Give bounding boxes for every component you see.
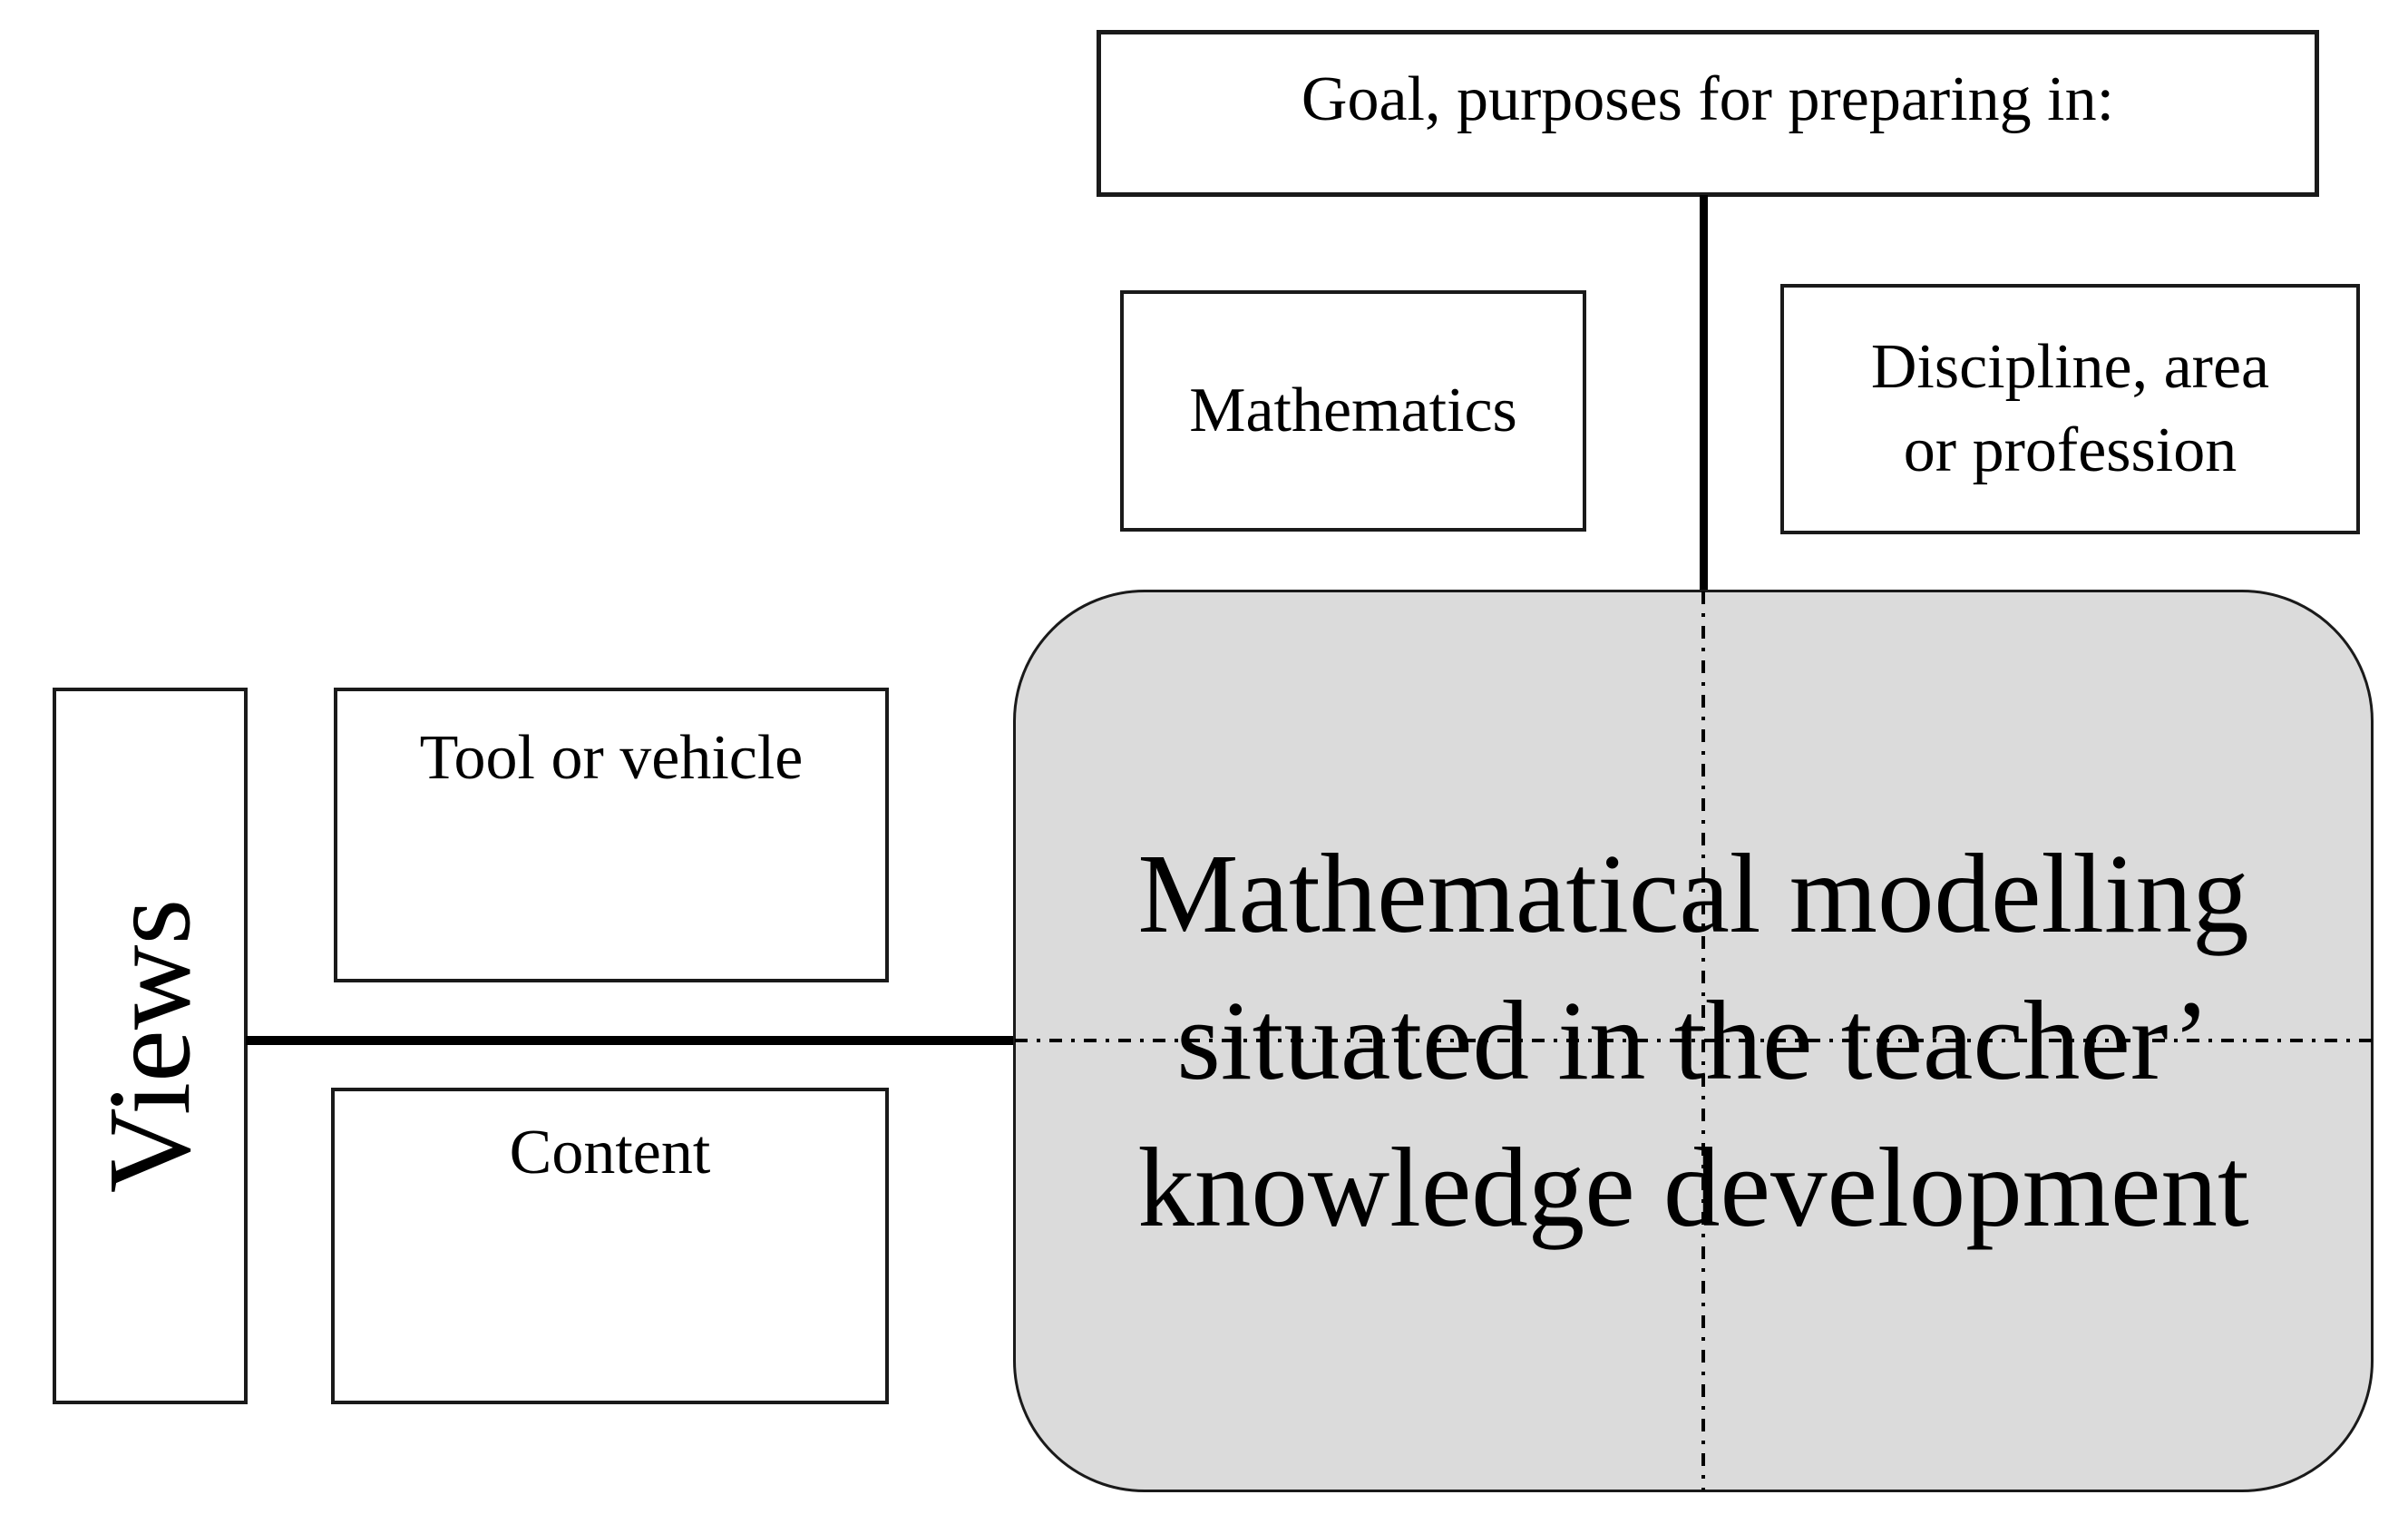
central-modelling-box: Mathematical modelling situated in the t…: [1013, 590, 2374, 1492]
discipline-line-1: Discipline, area: [1870, 331, 2270, 402]
central-modelling-line-3: knowledge development: [1137, 1125, 2249, 1251]
central-modelling-line-1: Mathematical modelling: [1137, 831, 2249, 957]
views-to-center-connector-line: [246, 1036, 1015, 1045]
goal-to-center-connector-line: [1700, 195, 1708, 591]
discipline-line-2: or profession: [1903, 415, 2237, 485]
views-box: Views: [53, 688, 248, 1404]
tool-or-vehicle-label: Tool or vehicle: [419, 723, 804, 793]
content-box: Content: [331, 1088, 889, 1404]
central-modelling-line-2: situated in the teacher’: [1176, 978, 2210, 1104]
goal-purposes-label: Goal, purposes for preparing in:: [1301, 64, 2115, 134]
views-label: Views: [84, 898, 216, 1194]
mathematics-label: Mathematics: [1189, 375, 1517, 445]
discipline-area-profession-box: Discipline, area or profession: [1780, 284, 2360, 534]
content-label: Content: [509, 1118, 711, 1187]
goal-purposes-box: Goal, purposes for preparing in:: [1097, 30, 2319, 197]
discipline-area-profession-label: Discipline, area or profession: [1871, 326, 2269, 493]
tool-or-vehicle-box: Tool or vehicle: [334, 688, 889, 982]
mathematics-box: Mathematics: [1120, 290, 1586, 532]
